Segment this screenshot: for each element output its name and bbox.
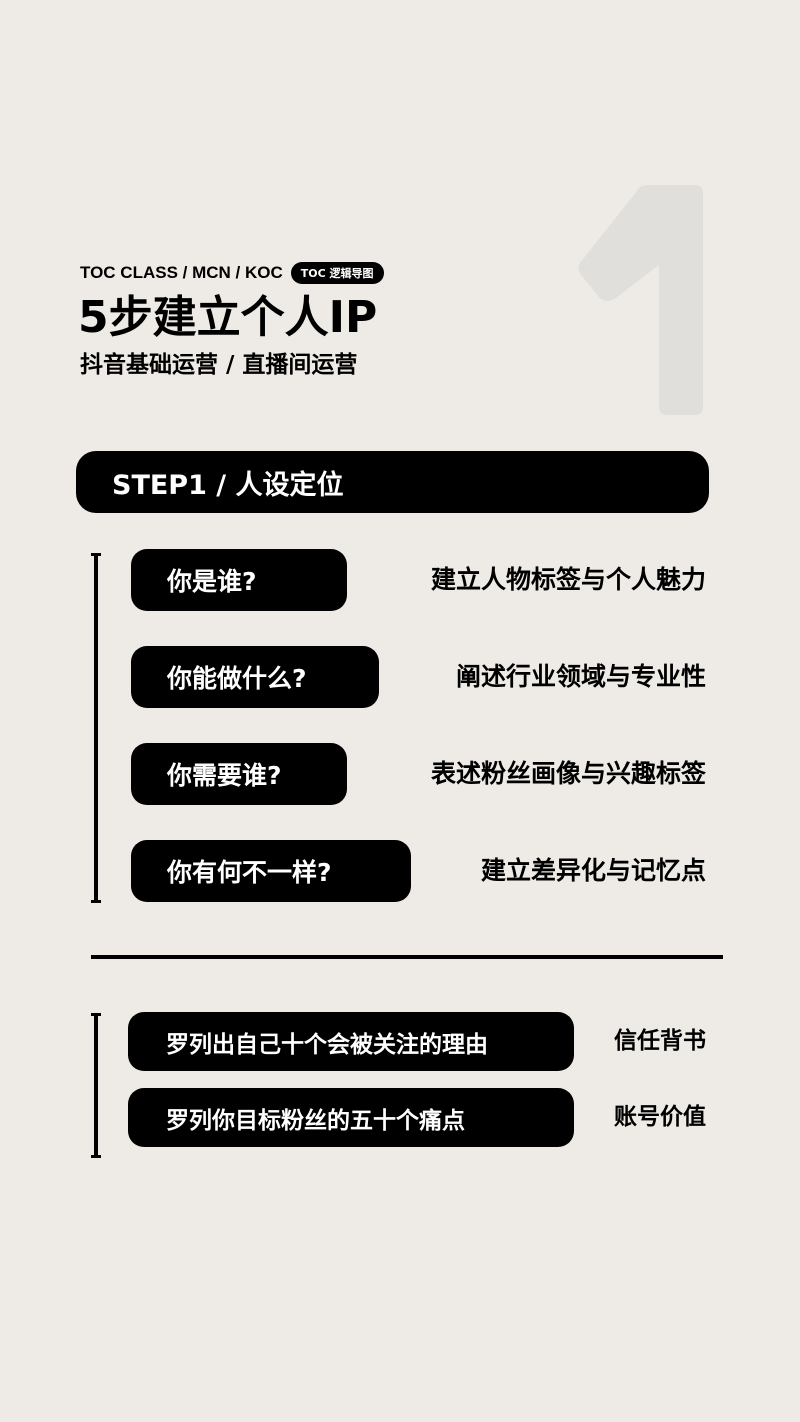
step-label: STEP1 / 人设定位: [112, 469, 344, 501]
page-subtitle: 抖音基础运营 / 直播间运营: [80, 352, 358, 378]
task-value: 信任背书: [614, 1028, 706, 1054]
question-pill: 你有何不一样?: [131, 840, 411, 902]
kicker-row: TOC CLASS / MCN / KOC TOC 逻辑导图: [80, 261, 384, 285]
answer-text: 建立人物标签与个人魅力: [430, 565, 706, 594]
question-pill: 你能做什么?: [131, 646, 379, 708]
question-text: 你能做什么?: [167, 664, 307, 693]
task-pill: 罗列你目标粉丝的五十个痛点: [128, 1088, 574, 1147]
task-text: 罗列你目标粉丝的五十个痛点: [166, 1107, 465, 1134]
question-pill: 你需要谁?: [131, 743, 347, 805]
answer-text: 阐述行业领域与专业性: [455, 662, 706, 691]
question-text: 你需要谁?: [167, 761, 282, 790]
answer-text: 表述粉丝画像与兴趣标签: [430, 759, 706, 788]
task-text: 罗列出自己十个会被关注的理由: [166, 1031, 488, 1058]
step-number-watermark: [578, 185, 703, 415]
answer-text: 建立差异化与记忆点: [480, 856, 706, 885]
question-pill: 你是谁?: [131, 549, 347, 611]
bracket-tasks: [91, 1013, 101, 1158]
task-value: 账号价值: [614, 1104, 706, 1130]
bracket-questions: [91, 553, 101, 903]
question-text: 你有何不一样?: [167, 858, 332, 887]
topic-badge: TOC 逻辑导图: [290, 262, 384, 284]
step-header: STEP1 / 人设定位: [76, 451, 709, 513]
page-title: 5步建立个人IP: [78, 292, 378, 343]
kicker-text: TOC CLASS / MCN / KOC: [80, 263, 283, 282]
section-divider: [91, 955, 723, 959]
question-text: 你是谁?: [167, 567, 257, 596]
task-pill: 罗列出自己十个会被关注的理由: [128, 1012, 574, 1071]
